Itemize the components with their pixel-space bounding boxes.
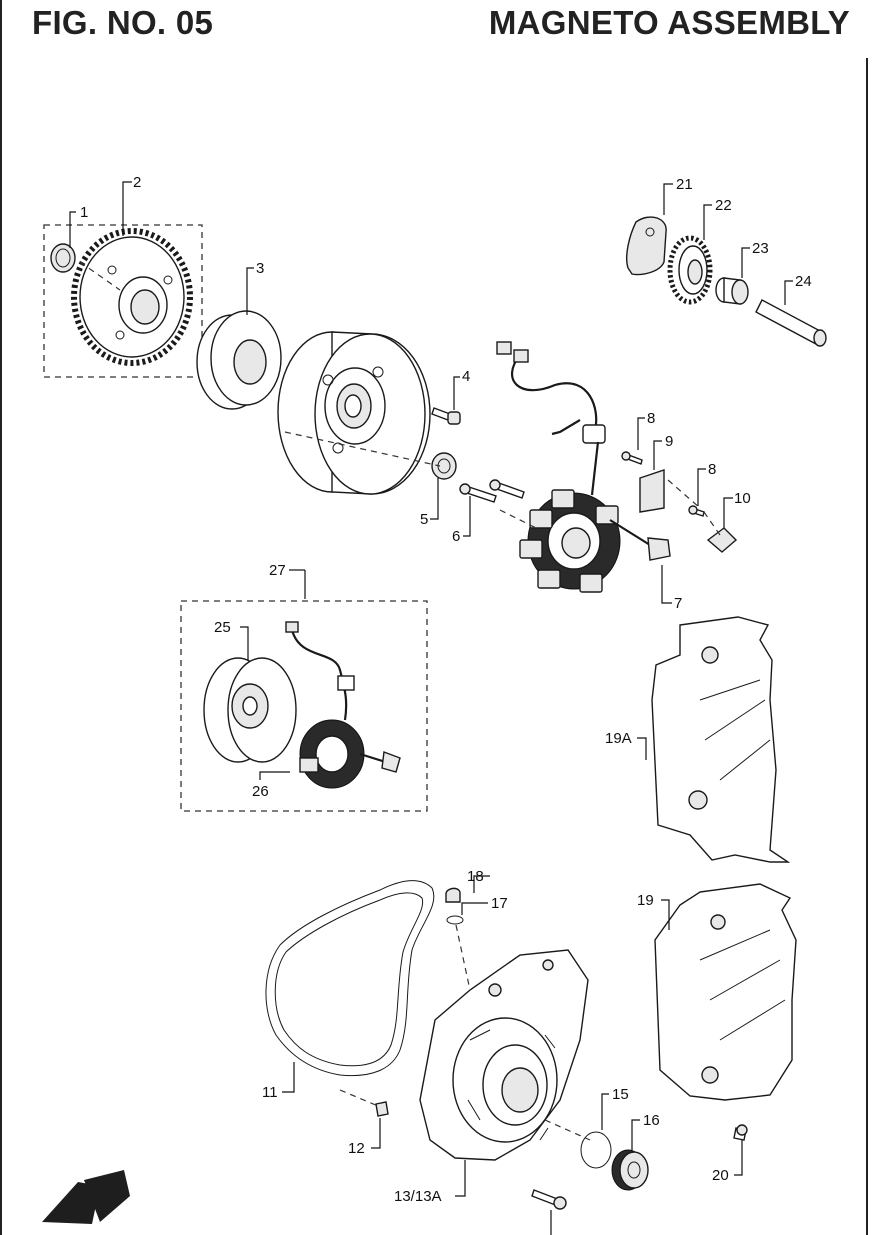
part-17-o-ring: [446, 915, 464, 925]
part-8-screw-lower: [688, 505, 705, 517]
callout-25: 25: [214, 619, 231, 636]
frame-right-line: [866, 58, 868, 1235]
callout-17: 17: [491, 895, 508, 912]
callout-23: 23: [752, 240, 769, 257]
part-25-rotor-kit: [203, 657, 297, 763]
part-26-stator-kit: [285, 621, 401, 789]
callout-22: 22: [715, 197, 732, 214]
part-19-cover: [654, 883, 797, 1101]
part-1-bearing: [50, 243, 76, 273]
part-23-bushing: [715, 277, 749, 305]
callout-3: 3: [256, 260, 264, 277]
part-2-starter-gear: [71, 228, 193, 366]
callout-7: 7: [674, 595, 682, 612]
part-22-idle-gear: [667, 235, 713, 305]
callout-2: 2: [133, 174, 141, 191]
callout-24: 24: [795, 273, 812, 290]
assembly-line-1: [79, 261, 121, 291]
frame-left-line: [0, 0, 2, 1235]
assembly-line-5: [284, 431, 441, 467]
callout-4: 4: [462, 368, 470, 385]
magneto-kit-box: [180, 600, 428, 812]
part-8-screw-upper: [621, 451, 643, 465]
callout-6: 6: [452, 528, 460, 545]
callout-12: 12: [348, 1140, 365, 1157]
callout-8-lower: 8: [708, 461, 716, 478]
part-19a-cover: [651, 616, 791, 863]
part-21-washer-plate: [626, 216, 667, 276]
part-24-idle-shaft: [755, 299, 827, 347]
part-5-nut: [431, 452, 457, 480]
callout-11: 11: [262, 1084, 278, 1101]
callout-20: 20: [712, 1167, 729, 1184]
callout-5: 5: [420, 511, 428, 528]
callout-27: 27: [269, 562, 286, 579]
figure-number: FIG. NO. 05: [32, 4, 214, 41]
callout-16: 16: [643, 1112, 660, 1129]
part-6-bolts: [459, 479, 525, 503]
callout-9: 9: [665, 433, 673, 450]
part-7-pulser-coil: [609, 519, 671, 561]
part-11-gasket: [265, 880, 435, 1077]
callout-8-upper: 8: [647, 410, 655, 427]
assembly-line-15: [544, 1119, 591, 1141]
part-16-cap: [611, 1149, 649, 1191]
stator-assembly: [496, 341, 621, 593]
assembly-line-6: [499, 509, 541, 531]
callout-13-13a: 13/13A: [394, 1188, 442, 1205]
part-13-bolt: [531, 1189, 567, 1210]
callout-21: 21: [676, 176, 693, 193]
callout-18: 18: [467, 868, 484, 885]
callout-26: 26: [252, 783, 269, 800]
callout-19a: 19A: [605, 730, 632, 747]
part-15-o-ring: [580, 1131, 612, 1169]
assembly-line-9: [667, 479, 701, 509]
part-9-wire-clamp: [639, 469, 665, 513]
assembly-title: MAGNETO ASSEMBLY: [488, 4, 850, 41]
crankcase-left-cover: [419, 949, 589, 1161]
part-20-screw: [733, 1124, 748, 1141]
part-3-one-way-clutch: [196, 310, 282, 410]
part-18-plug: [445, 887, 461, 903]
brand-logo-shape: [42, 1170, 130, 1224]
leader-lines: [69, 181, 793, 1235]
assembly-line-17: [455, 924, 471, 991]
part-12-dowel-pin: [375, 1101, 389, 1117]
assembly-line-10: [703, 511, 721, 536]
callout-1: 1: [80, 204, 88, 221]
callout-19: 19: [637, 892, 654, 909]
callout-15: 15: [612, 1086, 629, 1103]
assembly-line-12: [339, 1089, 379, 1107]
flywheel-rotor: [277, 331, 431, 495]
callout-10: 10: [734, 490, 751, 507]
part-10-grommet: [706, 527, 738, 553]
part-4-bolt: [431, 407, 461, 425]
